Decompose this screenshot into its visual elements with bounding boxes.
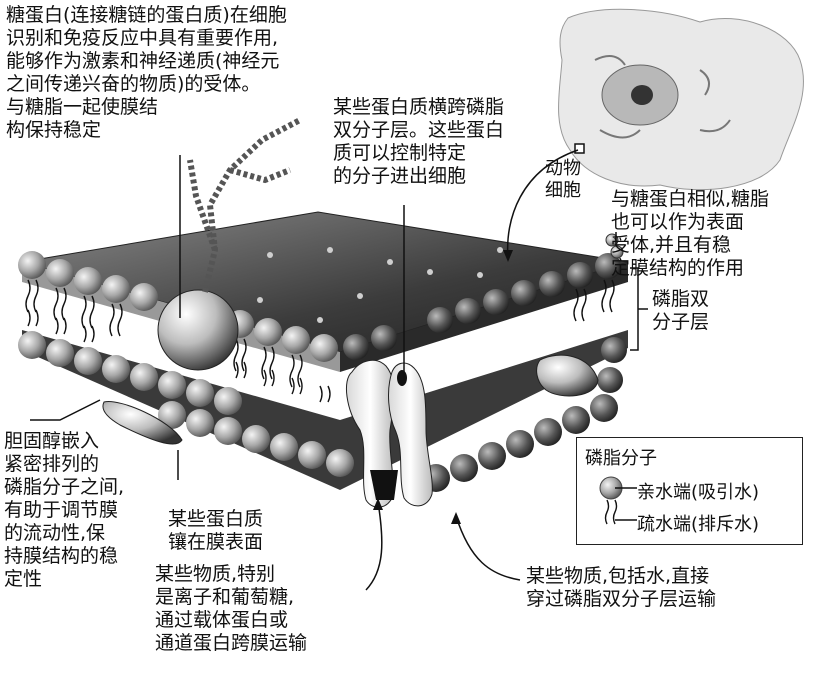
phospholipid-tails-upper	[25, 279, 615, 388]
arrow-heads	[373, 250, 513, 524]
phospholipid-heads-upper-left	[18, 251, 338, 362]
glycolipid-label: 与糖蛋白相似,糖脂 也可以作为表面 受体,并且有稳 定膜结构的作用	[611, 188, 770, 279]
legend-head-label: 亲水端(吸引水)	[637, 482, 760, 503]
phospholipid-legend: 磷脂分子 亲水端(吸引水) 疏水端(排斥水)	[576, 437, 803, 545]
transmembrane-protein-label: 某些蛋白质横跨磷脂 双分子层。这些蛋白 质可以控制特定 的分子进出细胞	[333, 96, 505, 187]
legend-pointers	[615, 487, 637, 521]
carrier-transport-label: 某些物质,特别 是离子和葡萄糖, 通过载体蛋白或 通道蛋白跨膜运输	[155, 563, 308, 654]
annotation-lines	[30, 149, 648, 591]
animal-cell-label: 动物 细胞	[545, 158, 581, 201]
direct-diffusion-label: 某些物质,包括水,直接 穿过磷脂双分子层运输	[526, 565, 717, 610]
phospholipid-tails-lower	[27, 309, 331, 403]
channel-protein	[346, 359, 433, 508]
cholesterol-label: 胆固醇嵌入 紧密排列的 磷脂分子之间, 有助于调节膜 的流动性,保 持膜结构的稳…	[4, 430, 125, 590]
peripheral-proteins	[102, 354, 599, 445]
phospholipid-bilayer-label: 磷脂双 分子层	[652, 288, 710, 333]
surface-dots	[257, 247, 503, 323]
glycolipid	[605, 233, 624, 259]
peripheral-protein-label: 某些蛋白质 镶在膜表面	[168, 508, 264, 553]
glycoprotein-label: 糖蛋白(连接糖链的蛋白质)在细胞 识别和免疫反应中具有重要作用, 能够作为激素和…	[6, 4, 287, 141]
legend-title: 磷脂分子	[585, 448, 657, 469]
phospholipid-heads-upper-right	[343, 253, 621, 360]
phospholipid-heads-lower	[18, 331, 627, 492]
glycoprotein	[157, 117, 302, 371]
legend-tail-label: 疏水端(排斥水)	[637, 514, 760, 535]
animal-cell-image	[558, 8, 804, 191]
